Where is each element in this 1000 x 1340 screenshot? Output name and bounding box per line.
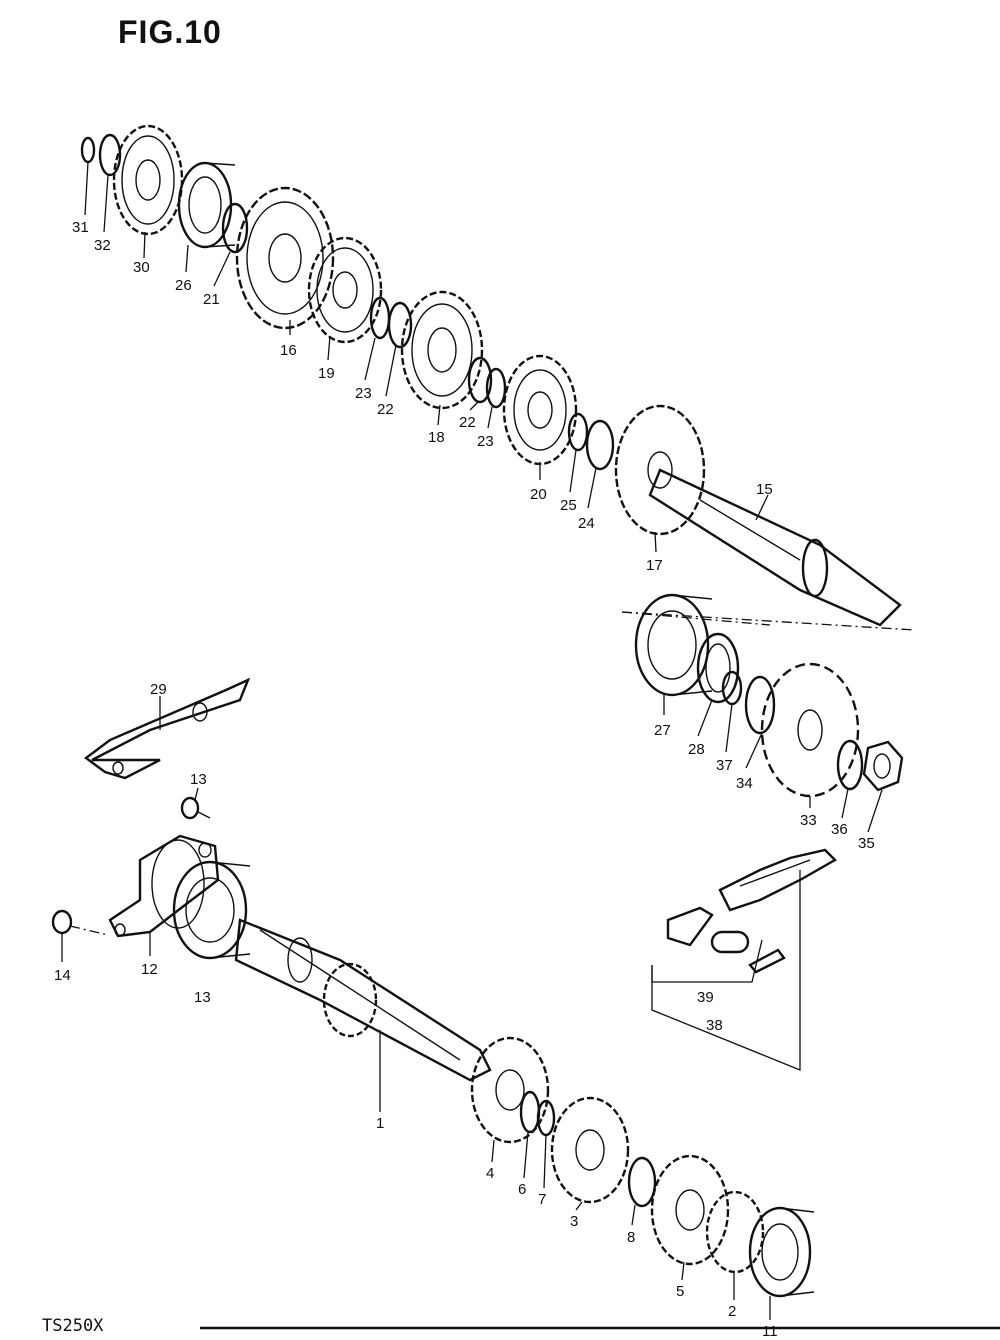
lock-washer-part <box>836 739 864 791</box>
figure-title: FIG.10 <box>118 14 222 50</box>
callout-label: 2 <box>728 1303 736 1320</box>
gear-part <box>502 354 578 466</box>
gear-part <box>322 962 378 1038</box>
shaft-part <box>648 468 902 627</box>
o-ring-part <box>721 670 743 706</box>
callout-label: 39 <box>697 989 714 1006</box>
bearing-retainer-part <box>108 834 220 938</box>
callout-label: 15 <box>756 481 773 498</box>
gear-part <box>614 404 706 536</box>
callout-label: 21 <box>203 291 220 308</box>
gear-part <box>470 1036 550 1144</box>
callout-label: 5 <box>676 1283 684 1300</box>
bearing-part <box>634 593 713 697</box>
callout-label: 14 <box>54 967 71 984</box>
sprocket-part <box>760 662 860 798</box>
gear-part <box>550 1096 630 1204</box>
bearing-part <box>748 1206 815 1298</box>
drive-chain <box>651 848 837 1071</box>
shaft-part <box>234 918 492 1082</box>
callout-label: 33 <box>800 812 817 829</box>
callout-label: 11 <box>762 1323 778 1340</box>
spacer-part <box>744 675 776 735</box>
leader-lines <box>61 161 883 1320</box>
nut-part <box>862 740 904 792</box>
callout-label: 22 <box>459 414 476 431</box>
callout-label: 1 <box>376 1115 384 1132</box>
callout-label: 6 <box>518 1181 526 1198</box>
washer-part <box>627 1156 657 1208</box>
callout-label: 19 <box>318 365 335 382</box>
callout-label: 25 <box>560 497 577 514</box>
callout-label: 13 <box>194 989 211 1006</box>
washer-part <box>387 301 413 349</box>
gear-part <box>705 1190 765 1274</box>
washer-part <box>221 202 249 254</box>
callout-label: 29 <box>150 681 167 698</box>
callout-label: 27 <box>654 722 671 739</box>
washer-part <box>585 419 615 471</box>
bearing-part <box>177 161 236 249</box>
driveshaft-assembly <box>51 796 815 1298</box>
washer-part <box>519 1090 541 1134</box>
callout-label: 23 <box>355 385 372 402</box>
washer-part <box>485 367 507 409</box>
gear-part <box>307 236 383 344</box>
sprocket-assembly <box>621 593 916 798</box>
washer-part <box>467 356 493 404</box>
washer-part <box>567 412 589 452</box>
callout-label: 4 <box>486 1165 494 1182</box>
callout-label: 36 <box>831 821 848 838</box>
callout-label: 16 <box>280 342 297 359</box>
bearing-part <box>172 860 251 960</box>
gear-part <box>650 1154 730 1266</box>
callout-label: 24 <box>578 515 595 532</box>
callout-label: 12 <box>141 961 158 978</box>
callout-label: 32 <box>94 237 111 254</box>
callout-label: 31 <box>72 219 89 236</box>
callout-label: 35 <box>858 835 875 852</box>
callout-label: 26 <box>175 277 192 294</box>
gasket-part <box>83 677 251 780</box>
callout-label: 23 <box>477 433 494 450</box>
callout-label: 20 <box>530 486 547 503</box>
callout-labels: 31 32 30 26 21 16 19 23 22 18 22 23 20 2… <box>54 219 875 1340</box>
circlip-part <box>80 136 96 164</box>
callout-label: 22 <box>377 401 394 418</box>
callout-label: 30 <box>133 259 150 276</box>
callout-label: 7 <box>538 1191 546 1208</box>
countershaft-assembly <box>80 124 902 627</box>
oil-seal-part <box>696 632 740 704</box>
callout-label: 18 <box>428 429 445 446</box>
callout-label: 17 <box>646 557 663 574</box>
washer-part <box>98 133 122 177</box>
gear-part <box>112 124 184 236</box>
screw-part <box>51 909 109 936</box>
gear-part <box>400 290 484 410</box>
gear-part <box>235 186 335 330</box>
callout-label: 3 <box>570 1213 578 1230</box>
callout-label: 13 <box>190 771 207 788</box>
master-link-part <box>666 906 786 974</box>
screw-part <box>180 796 211 820</box>
model-code-label: TS250X <box>42 1316 104 1336</box>
callout-label: 34 <box>736 775 753 792</box>
callout-label: 8 <box>627 1229 635 1246</box>
callout-label: 28 <box>688 741 705 758</box>
callout-label: 38 <box>706 1017 723 1034</box>
callout-label: 37 <box>716 757 733 774</box>
